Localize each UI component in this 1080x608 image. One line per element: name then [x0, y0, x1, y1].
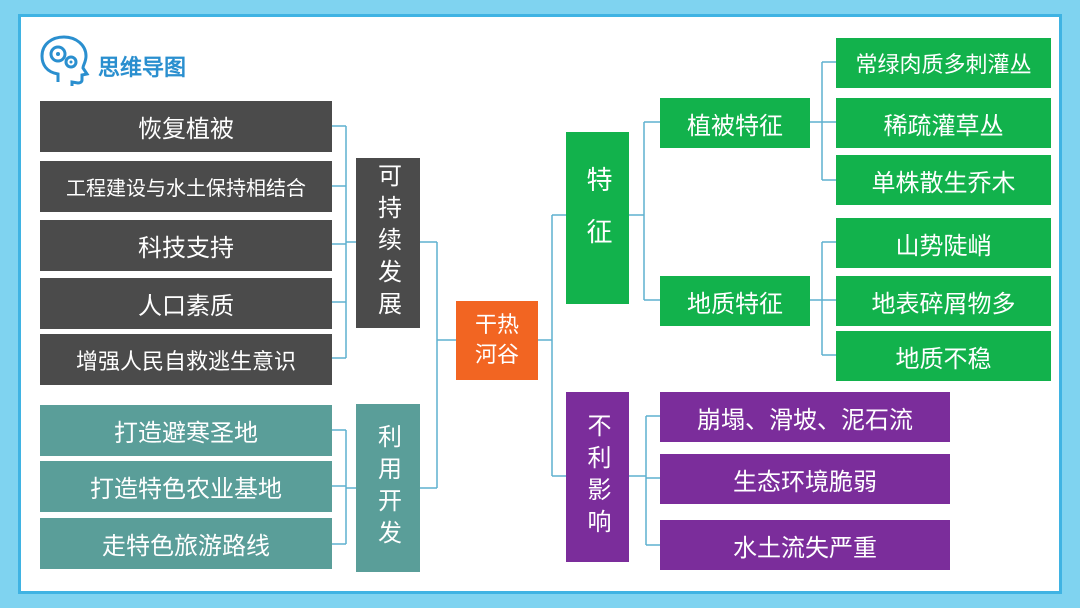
geology-item: 地质不稳: [836, 331, 1051, 381]
vegetation-item: 常绿肉质多刺灌丛: [836, 38, 1051, 88]
impact-item: 生态环境脆弱: [660, 454, 950, 504]
impacts-node: 不利影响: [566, 392, 629, 562]
sustainable-item: 科技支持: [40, 220, 332, 271]
vegetation-node: 植被特征: [660, 98, 810, 148]
geology-node: 地质特征: [660, 276, 810, 326]
sustainable-item: 增强人民自救逃生意识: [40, 334, 332, 385]
utilize-item: 走特色旅游路线: [40, 518, 332, 569]
utilize-item: 打造避寒圣地: [40, 405, 332, 456]
vegetation-item: 稀疏灌草丛: [836, 98, 1051, 148]
utilize-node: 利用开发: [356, 404, 420, 572]
vegetation-item: 单株散生乔木: [836, 155, 1051, 205]
sustainable-node: 可持续发展: [356, 158, 420, 328]
sustainable-item: 人口素质: [40, 278, 332, 329]
sustainable-item: 工程建设与水土保持相结合: [40, 161, 332, 212]
head-gears-icon: [40, 35, 90, 86]
sustainable-item: 恢复植被: [40, 101, 332, 152]
features-node: 特征: [566, 132, 629, 304]
utilize-item: 打造特色农业基地: [40, 461, 332, 512]
geology-item: 山势陡峭: [836, 218, 1051, 268]
impact-item: 水土流失严重: [660, 520, 950, 570]
page-title: 思维导图: [98, 56, 187, 81]
impact-item: 崩塌、滑坡、泥石流: [660, 392, 950, 442]
geology-item: 地表碎屑物多: [836, 276, 1051, 326]
center-node: 干热河谷: [456, 301, 538, 380]
